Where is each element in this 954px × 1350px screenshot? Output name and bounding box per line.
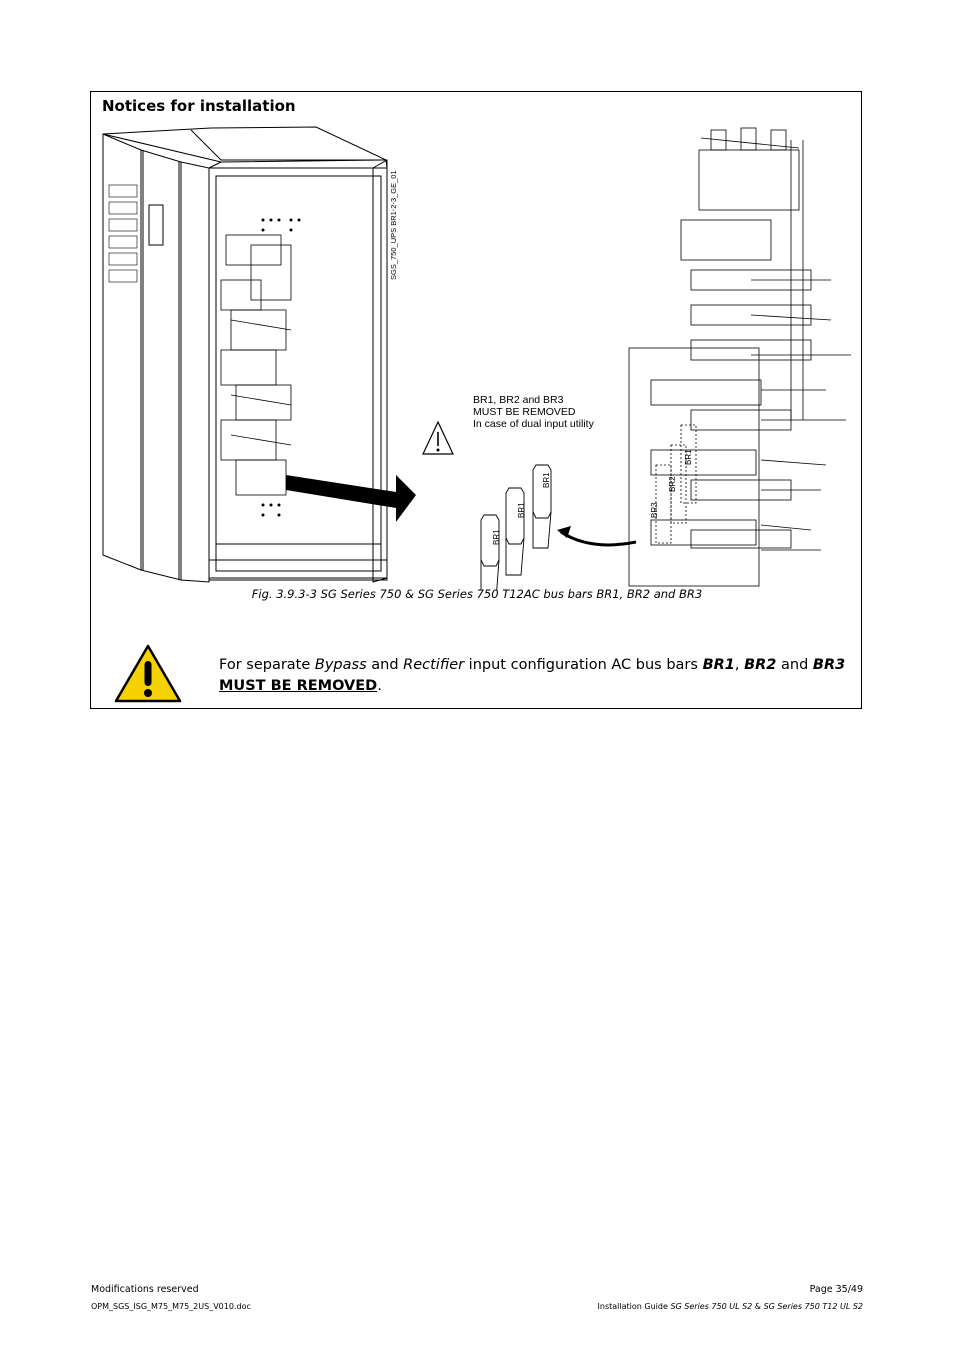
notice-box: Notices for installation — [90, 91, 862, 709]
footer-page-number: Page 35/49 — [809, 1284, 863, 1295]
footer-left-line2: OPM_SGS_ISG_M75_M75_2US_V010.doc — [91, 1302, 251, 1311]
loose-bar-label: BR1 — [492, 529, 501, 545]
loose-busbars-drawing — [480, 464, 637, 590]
ups-cabinet-drawing — [102, 126, 416, 583]
callout-line3: In case of dual input utility — [473, 418, 595, 430]
footer-left-line1: Modifications reserved — [91, 1284, 199, 1295]
footer-right-line2: Installation Guide SG Series 750 UL S2 &… — [597, 1302, 863, 1311]
loose-bar-label: BR1 — [517, 502, 526, 518]
must-be-removed-text: MUST BE REMOVED — [219, 678, 378, 694]
busbar-assembly-drawing — [628, 127, 851, 587]
busbar-figure: SGS_750_UPS BR1-2-3_GE_01 BR1, BR2 and B… — [102, 126, 851, 590]
callout-line1: BR1, BR2 and BR3 — [473, 394, 564, 406]
installed-bar-label: BR2 — [668, 476, 677, 492]
notice-title: Notices for installation — [102, 97, 296, 115]
loose-bar-label: BR1 — [542, 472, 551, 488]
figure-caption: Fig. 3.9.3-3 SG Series 750 & SG Series 7… — [251, 587, 703, 601]
warning-exclamation-icon — [114, 644, 182, 703]
installed-bar-label: BR1 — [684, 449, 693, 465]
callout-warning-triangle — [422, 420, 454, 455]
callout-line2: MUST BE REMOVED — [473, 406, 576, 418]
installed-bar-label: BR3 — [650, 502, 659, 518]
drawing-id-label: SGS_750_UPS BR1-2-3_GE_01 — [389, 170, 398, 280]
warning-text: For separate Bypass and Rectifier input … — [219, 657, 846, 694]
